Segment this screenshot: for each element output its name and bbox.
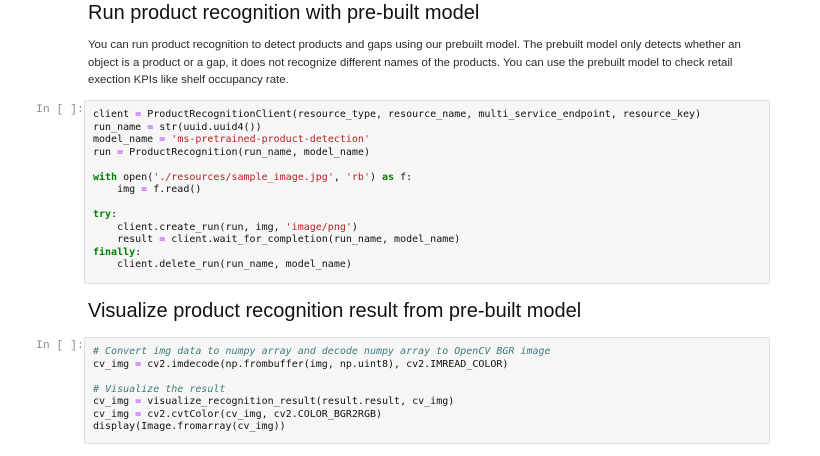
section-heading-run: Run product recognition with pre-built m… [88,2,480,24]
markdown-paragraph: You can run product recognition to detec… [88,39,741,86]
code-cell-run[interactable]: client = ProductRecognitionClient(resour… [84,100,770,284]
cell-prompt: In [ ]: [36,340,84,352]
section-heading-visualize: Visualize product recognition result fro… [88,300,582,322]
code-editor[interactable]: # Convert img data to numpy array and de… [93,346,551,432]
code-cell-visualize[interactable]: # Convert img data to numpy array and de… [84,337,770,444]
code-editor[interactable]: client = ProductRecognitionClient(resour… [93,109,702,270]
cell-prompt: In [ ]: [36,104,84,116]
